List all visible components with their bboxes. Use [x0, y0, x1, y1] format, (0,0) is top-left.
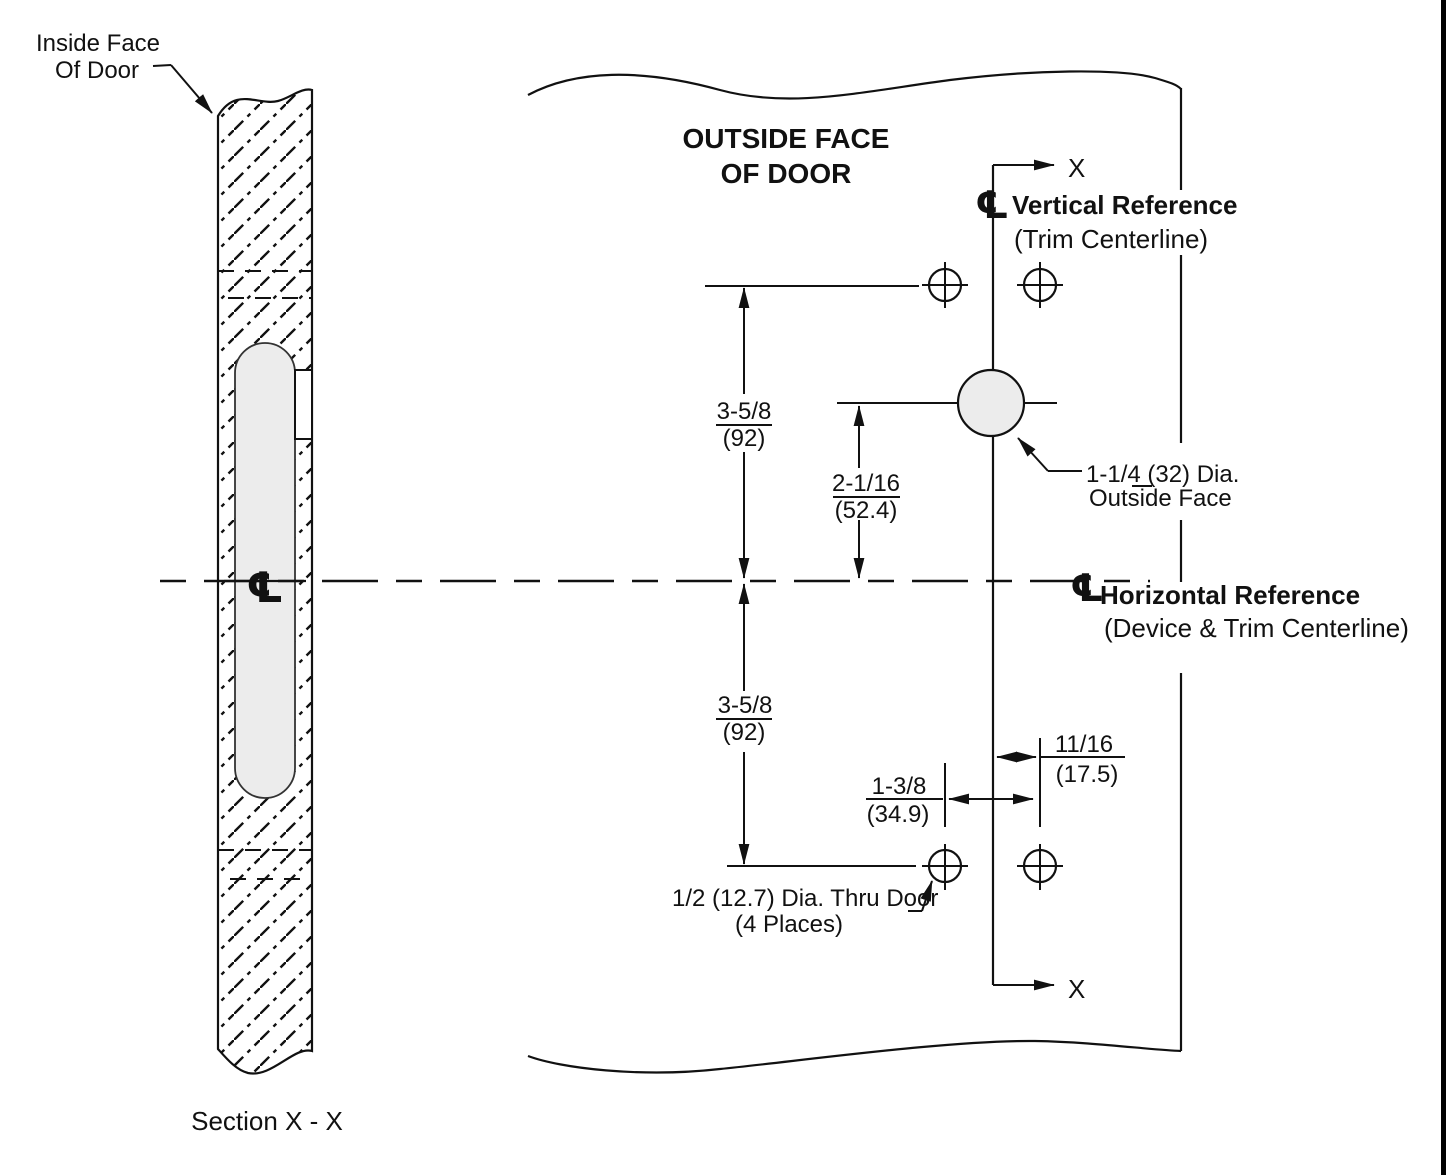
lock-cavity-slot [234, 342, 296, 799]
svg-text:(52.4): (52.4) [835, 497, 898, 524]
svg-text:(92): (92) [723, 719, 766, 746]
svg-text:1-3/8: 1-3/8 [872, 773, 927, 800]
outside-face-title-line1: OUTSIDE FACE [683, 123, 890, 154]
dim-top-height: 3-5/8 (92) [716, 287, 772, 579]
drill-hole-top-left [922, 262, 968, 308]
dim-hole-offset: 11/16 (17.5) [996, 731, 1125, 827]
svg-text:3-5/8: 3-5/8 [718, 692, 773, 719]
outside-face-title-line2: OF DOOR [721, 158, 852, 189]
svg-text:11/16: 11/16 [1055, 731, 1113, 758]
door-centerline-symbol: ℄ [246, 563, 284, 612]
dim-hole-spacing: 1-3/8 (34.9) [866, 763, 1034, 828]
latch-notch [294, 369, 313, 440]
dim-circle-height: 2-1/16 (52.4) [832, 405, 900, 579]
drill-hole-bottom-right [1017, 844, 1063, 890]
x-marker-bottom: X [1068, 974, 1085, 1004]
vertical-ref-subtitle: (Trim Centerline) [1014, 224, 1208, 254]
hidden-band-bottom [217, 849, 313, 880]
horizontal-ref-title: Horizontal Reference [1100, 580, 1360, 610]
svg-text:2-1/16: 2-1/16 [832, 470, 900, 497]
vertical-ref-title: Vertical Reference [1012, 190, 1237, 220]
drill-hole-bottom-left [922, 844, 968, 890]
inside-face-label-line2: Of Door [55, 57, 139, 84]
svg-text:1/2 (12.7) Dia. Thru Door: 1/2 (12.7) Dia. Thru Door [672, 885, 938, 912]
svg-text:Outside Face: Outside Face [1089, 485, 1232, 512]
outside-face-hole [837, 368, 1057, 438]
section-view: ℄ Inside Face Of Door Section X - X [36, 30, 343, 1136]
svg-text:(17.5): (17.5) [1056, 761, 1119, 788]
section-caption: Section X - X [191, 1106, 343, 1136]
svg-text:1-1/4 (32) Dia.: 1-1/4 (32) Dia. [1086, 461, 1239, 488]
horizontal-ref-subtitle: (Device & Trim Centerline) [1104, 613, 1409, 643]
svg-text:3-5/8: 3-5/8 [717, 398, 772, 425]
inside-face-leader-arrow [170, 64, 213, 114]
note-outside-face-hole: 1-1/4 (32) Dia. Outside Face [1017, 437, 1239, 512]
inside-face-leader-landing [152, 64, 172, 67]
break-line-bottom [527, 1039, 1182, 1074]
svg-text:(4 Places): (4 Places) [735, 911, 843, 938]
break-line-top [527, 70, 1182, 100]
hidden-band-top [217, 270, 313, 299]
inside-face-label-line1: Inside Face [36, 30, 160, 57]
x-marker-top: X [1068, 153, 1085, 183]
svg-text:(34.9): (34.9) [867, 801, 930, 828]
page-edge-bar [1441, 0, 1446, 1175]
svg-text:(92): (92) [723, 425, 766, 452]
drill-hole-top-right [1017, 262, 1063, 308]
face-view: OUTSIDE FACE OF DOOR X X ℄ Vertical Refe… [160, 0, 1446, 1175]
vertical-ref-symbol: ℄ [975, 183, 1009, 227]
dim-bottom-height: 3-5/8 (92) [716, 583, 773, 865]
note-thru-holes: 1/2 (12.7) Dia. Thru Door (4 Places) [672, 880, 938, 938]
horizontal-ref-symbol: ℄ [1070, 566, 1104, 610]
